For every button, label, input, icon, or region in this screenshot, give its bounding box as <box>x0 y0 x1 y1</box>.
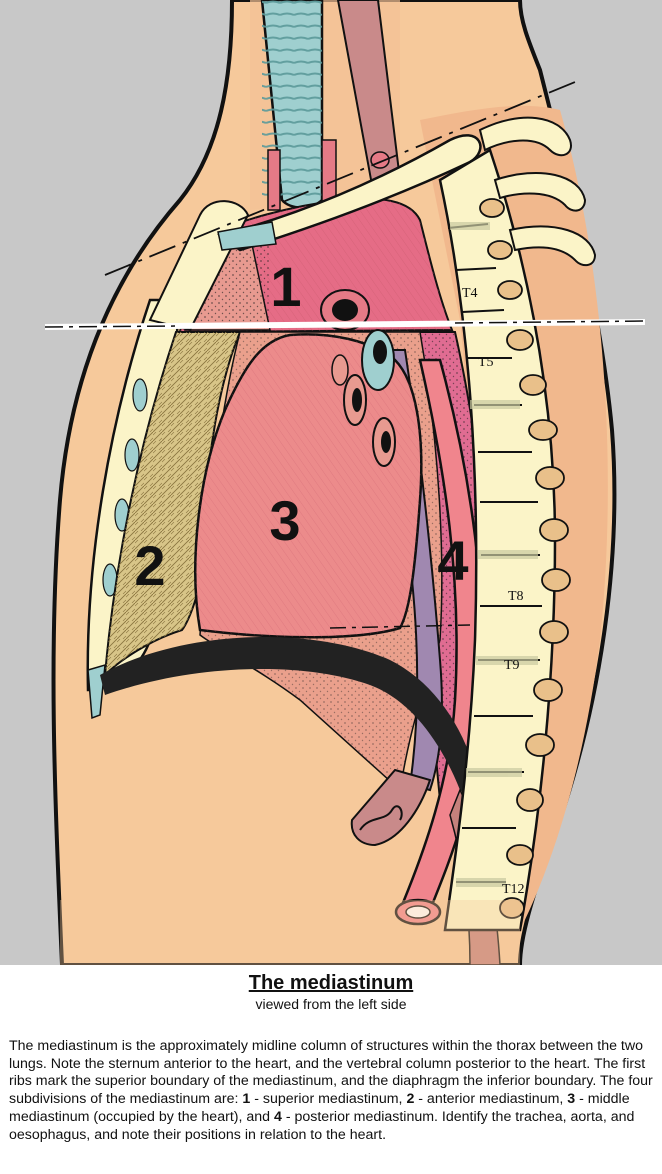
description-text: - posterior mediastinum. Identify the tr… <box>9 1108 635 1143</box>
figure-title: The mediastinum <box>248 972 414 994</box>
region-label-2: 2 <box>134 534 165 597</box>
subdivision-number: 3 <box>567 1091 576 1108</box>
left-subclavian-artery <box>267 149 281 211</box>
subdivision-number: 2 <box>406 1091 415 1108</box>
subdivision-number: 4 <box>273 1108 282 1125</box>
mediastinum-diagram: 1 2 3 4 T4 T5 T8 T9 T12 <box>0 0 662 965</box>
figure-caption: The mediastinum viewed from the left sid… <box>0 966 662 1012</box>
description-text: - middle mediastinum (occupied by the he… <box>9 1091 630 1125</box>
vertebra-label: T12 <box>502 882 525 897</box>
superior-boundary-line <box>44 319 646 330</box>
region-label-4: 4 <box>437 529 468 592</box>
description-text: The mediastinum is the approximately mid… <box>9 1038 653 1108</box>
region-label-1: 1 <box>270 255 301 318</box>
posterior-ribs <box>478 116 597 267</box>
oesophagus-lower <box>350 768 432 847</box>
vertebral-column <box>438 148 571 932</box>
vertebra-label: T8 <box>508 589 524 604</box>
region-label-3: 3 <box>269 489 300 552</box>
heart-base-line <box>329 624 471 629</box>
costal-cartilage <box>217 221 277 251</box>
left-bronchus <box>331 354 349 386</box>
description-text: - anterior mediastinum, <box>414 1091 568 1108</box>
description-text: - superior mediastinum, <box>250 1091 407 1108</box>
vertebra-label: T5 <box>478 355 494 370</box>
xiphoid-process <box>87 663 106 720</box>
vertebra-label: T9 <box>504 658 520 673</box>
diaphragm <box>100 637 476 794</box>
figure-subtitle: viewed from the left side <box>255 996 407 1012</box>
description-paragraph: The mediastinum is the approximately mid… <box>9 1038 657 1144</box>
subdivision-number: 1 <box>242 1091 251 1108</box>
first-rib-plane-line <box>104 81 576 276</box>
first-rib <box>217 134 482 252</box>
vertebra-label: T4 <box>462 286 478 301</box>
